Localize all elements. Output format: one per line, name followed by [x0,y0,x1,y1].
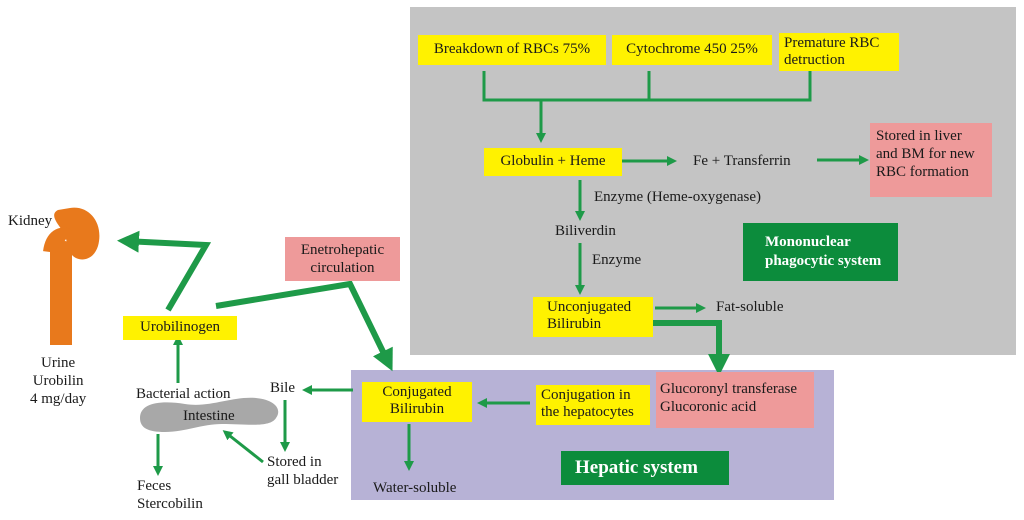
urine-label: Urine Urobilin 4 mg/day [30,355,87,407]
conjugation-box: Conjugation in the hepatocytes [536,385,650,425]
globulin-heme-box: Globulin + Heme [484,148,622,176]
urobilinogen-box: Urobilinogen [123,316,237,340]
feces-label: Feces Stercobilin [137,478,203,512]
fat-soluble-label: Fat-soluble [716,299,784,315]
kidney-icon [43,207,100,345]
cytochrome-box: Cytochrome 450 25% [612,35,772,65]
urobilinogen-to-kidney-arrow [117,230,212,312]
rbc-breakdown-box: Breakdown of RBCs 75% [418,35,606,65]
enzyme-label: Enzyme [592,252,642,268]
biliverdin-label: Biliverdin [555,223,616,239]
sources-bracket [482,71,812,143]
enterohepatic-circulation-box: Enetrohepatic circulation [285,237,400,281]
water-soluble-label: Water-soluble [373,480,457,496]
fe-transferrin-label: Fe + Transferrin [693,153,791,169]
bacterial-action-label: Bacterial action [136,386,231,402]
glucoronyl-transferase-box: Glucoronyl transferase Glucoronic acid [656,372,814,428]
bile-label: Bile [270,380,295,396]
enterohepatic-arrow [215,280,393,372]
hepatic-system-label: Hepatic system [561,451,729,485]
heme-oxygenase-label: Enzyme (Heme-oxygenase) [594,189,762,205]
gall-bladder-label: Stored in gall bladder [267,454,339,488]
kidney-label: Kidney [8,213,53,229]
storage-box: Stored in liver and BM for new RBC forma… [870,123,992,197]
premature-rbc-box: Premature RBC detruction [779,33,899,71]
gall-bladder-to-intestine-arrow [222,430,264,464]
unconjugated-bilirubin-box: Unconjugated Bilirubin [533,297,653,337]
intestine-icon [140,397,279,432]
intestine-label: Intestine [183,408,235,424]
unconjugated-to-liver-arrow [650,320,730,376]
mononuclear-system-label: Mononuclear phagocytic system [743,223,898,281]
conjugated-bilirubin-box: Conjugated Bilirubin [362,382,472,422]
